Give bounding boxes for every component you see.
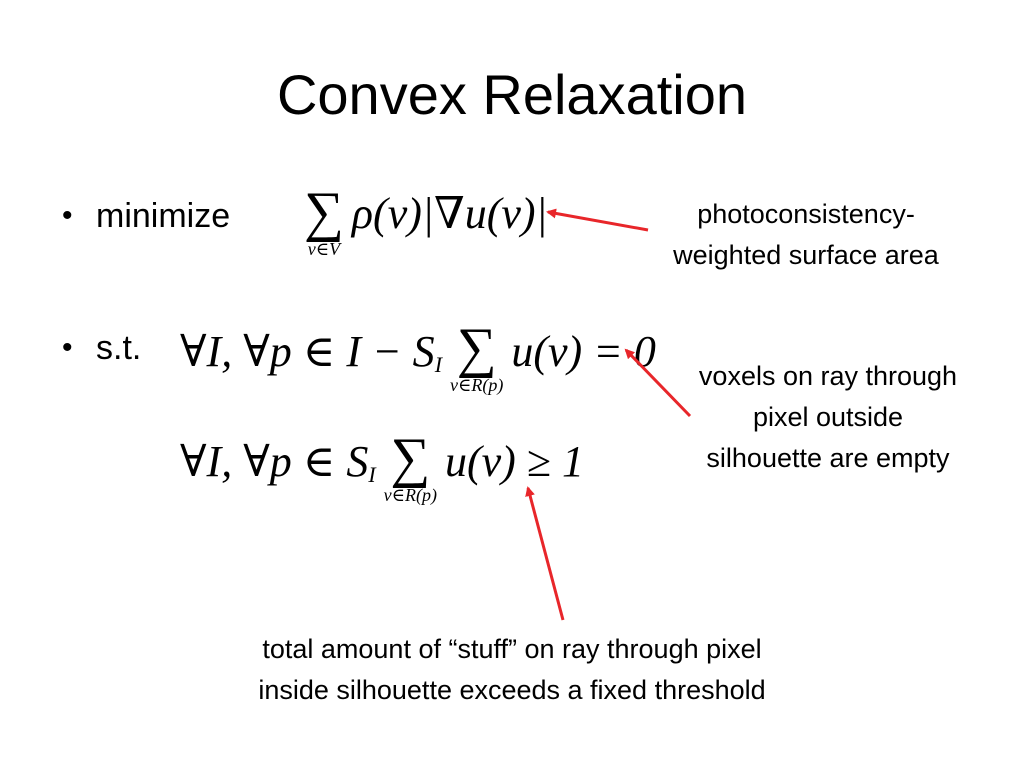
sum-operator: ∑ v∈R(p): [383, 427, 437, 505]
constraint-1-lhs: ∀I, ∀p ∈ I − S: [180, 327, 435, 376]
objective-term: ρ(v)|∇u(v)|: [351, 189, 548, 238]
bullet-dot: •: [62, 199, 73, 232]
annotation-line: photoconsistency-: [697, 199, 915, 229]
sum-operator: ∑ v∈R(p): [450, 317, 504, 395]
sigma-symbol: ∑: [456, 317, 497, 379]
annotation-line: silhouette are empty: [706, 443, 950, 473]
constraint-2-formula: ∀I, ∀p ∈ SI ∑ v∈R(p) u(v) ≥ 1: [180, 427, 584, 505]
sigma-symbol: ∑: [304, 181, 344, 243]
constraint-2-term: u(v) ≥ 1: [444, 437, 584, 486]
arrow-to-objective: [546, 208, 649, 232]
annotation-line: total amount of “stuff” on ray through p…: [262, 634, 762, 664]
objective-annotation: photoconsistency- weighted surface area: [636, 194, 976, 276]
bullet-label: s.t.: [96, 329, 142, 367]
constraint-2-subscript: I: [368, 462, 376, 487]
annotation-line: weighted surface area: [673, 240, 939, 270]
sum-index: v∈V: [307, 239, 341, 259]
annotation-line: voxels on ray through: [698, 361, 958, 391]
sum-index: v∈R(p): [450, 375, 504, 395]
annotation-line: pixel outside: [752, 402, 904, 432]
constraint-1-subscript: I: [434, 352, 443, 377]
bullet-dot: •: [62, 331, 73, 364]
arrow-to-constraint-1: [624, 348, 692, 418]
objective-formula: ∑ v∈V ρ(v)|∇u(v)|: [300, 181, 548, 259]
bullet-label: minimize: [96, 197, 231, 235]
sigma-symbol: ∑: [390, 427, 431, 489]
bullet-minimize: • minimize: [62, 196, 230, 236]
constraint-2-lhs: ∀I, ∀p ∈ S: [180, 437, 369, 486]
constraint-1-annotation: voxels on ray through pixel outside silh…: [672, 356, 984, 479]
sum-operator: ∑ v∈V: [304, 181, 344, 259]
arrow-to-constraint-2: [525, 486, 565, 621]
sum-index: v∈R(p): [383, 485, 437, 505]
slide-title: Convex Relaxation: [276, 63, 748, 126]
bullet-st: • s.t.: [62, 328, 141, 368]
annotation-line: inside silhouette exceeds a fixed thresh…: [258, 675, 766, 705]
constraint-1-formula: ∀I, ∀p ∈ I − SI ∑ v∈R(p) u(v) = 0: [180, 317, 656, 395]
constraint-2-annotation: total amount of “stuff” on ray through p…: [140, 629, 884, 711]
